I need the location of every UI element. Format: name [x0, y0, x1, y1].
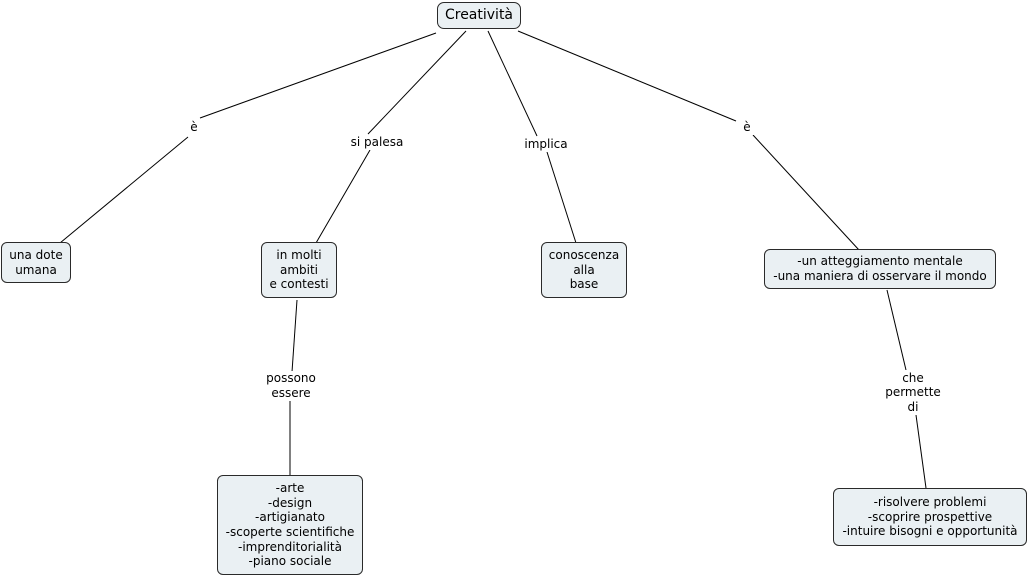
concept-node-ambiti-line3: e contesti	[269, 277, 329, 292]
link-label-si-palesa-text: si palesa	[350, 135, 404, 150]
connector-root-to-e1	[199, 32, 437, 119]
concept-node-in-molti-ambiti[interactable]: in molti ambiti e contesti	[261, 242, 337, 298]
concept-node-risolvere-line2: -scoprire prospettive	[867, 509, 993, 524]
link-label-possono-line2: essere	[271, 386, 311, 400]
link-label-e-right-text: è	[743, 119, 751, 134]
concept-node-atteggiamento-mentale[interactable]: -un atteggiamento mentale -una maniera d…	[764, 249, 996, 289]
connector-root-to-palesa	[367, 30, 467, 135]
concept-node-creativita[interactable]: Creatività	[437, 2, 521, 29]
concept-node-risolvere-problemi[interactable]: -risolvere problemi -scoprire prospettiv…	[833, 488, 1027, 546]
concept-node-risolvere-line3: -intuire bisogni e opportunità	[842, 524, 1018, 539]
concept-node-atteggiamento-line2: -una maniera di osservare il mondo	[773, 269, 987, 283]
concept-node-ambiti-line2: ambiti	[279, 262, 319, 277]
link-label-implica: implica	[518, 137, 574, 152]
link-label-e-left: è	[184, 119, 204, 135]
connector-implica-to-conoscenza	[546, 151, 577, 244]
concept-node-dote-line2: umana	[15, 262, 57, 277]
connector-root-to-implica	[487, 30, 538, 137]
concept-node-arte-line6: -piano sociale	[248, 554, 332, 569]
link-label-permette-line2: permette	[885, 385, 941, 400]
concept-node-arte-line5: -imprenditorialità	[238, 539, 342, 554]
concept-node-una-dote-umana[interactable]: una dote umana	[1, 242, 71, 283]
link-label-possono-essere: possono essere	[260, 371, 322, 401]
concept-node-ambiti-line1: in molti	[276, 248, 322, 263]
concept-node-creativita-label: Creatività	[444, 7, 514, 24]
concept-node-arte-line2: -design	[267, 495, 313, 510]
link-label-possono-line1: possono	[266, 371, 316, 386]
concept-node-conoscenza-alla-base[interactable]: conoscenza alla base	[541, 242, 627, 298]
link-label-implica-text: implica	[524, 137, 568, 152]
link-label-permette-line1: che	[902, 370, 924, 385]
connector-ambiti-to-possono	[291, 299, 298, 373]
connector-permette-to-risolvere	[915, 414, 927, 489]
link-label-e-left-text: è	[190, 119, 198, 134]
concept-node-conoscenza-line3: base	[569, 277, 599, 292]
concept-node-conoscenza-line1: conoscenza	[548, 248, 620, 263]
concept-node-arte-design[interactable]: -arte -design -artigianato -scoperte sci…	[217, 475, 363, 575]
connector-root-to-e2	[517, 30, 737, 122]
connector-atteggiamento-to-permette	[886, 289, 907, 371]
connector-e1-to-dote	[59, 136, 189, 244]
concept-node-arte-line3: -artigianato	[255, 510, 325, 525]
concept-node-atteggiamento-line1: -un atteggiamento mentale	[797, 254, 963, 269]
link-label-si-palesa: si palesa	[344, 135, 410, 150]
concept-node-risolvere-line1: -risolvere problemi	[873, 495, 987, 510]
link-label-permette-line3: di	[907, 399, 919, 414]
concept-node-dote-line1: una dote	[9, 247, 63, 262]
link-label-e-right: è	[737, 119, 757, 135]
connector-palesa-to-ambiti	[315, 149, 371, 244]
concept-node-arte-line4: -scoperte scientifiche	[225, 525, 355, 539]
concept-node-conoscenza-line2: alla	[573, 262, 595, 277]
link-label-che-permette-di: che permette di	[879, 370, 947, 415]
connector-e2-to-atteggiamento	[752, 134, 860, 251]
concept-node-arte-line1: -arte	[275, 481, 305, 496]
